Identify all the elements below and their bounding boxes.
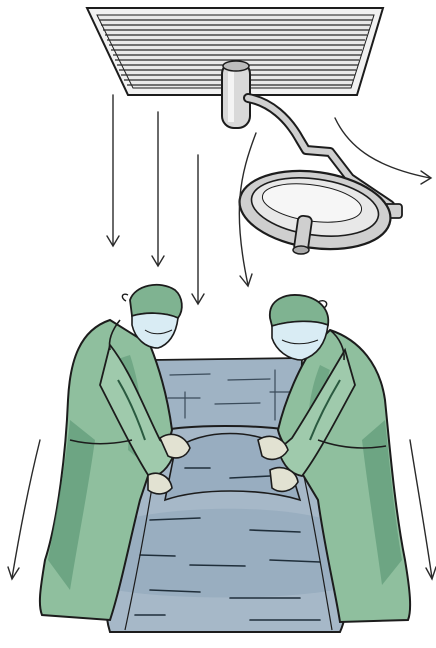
operating-room-illustration [0,0,436,648]
